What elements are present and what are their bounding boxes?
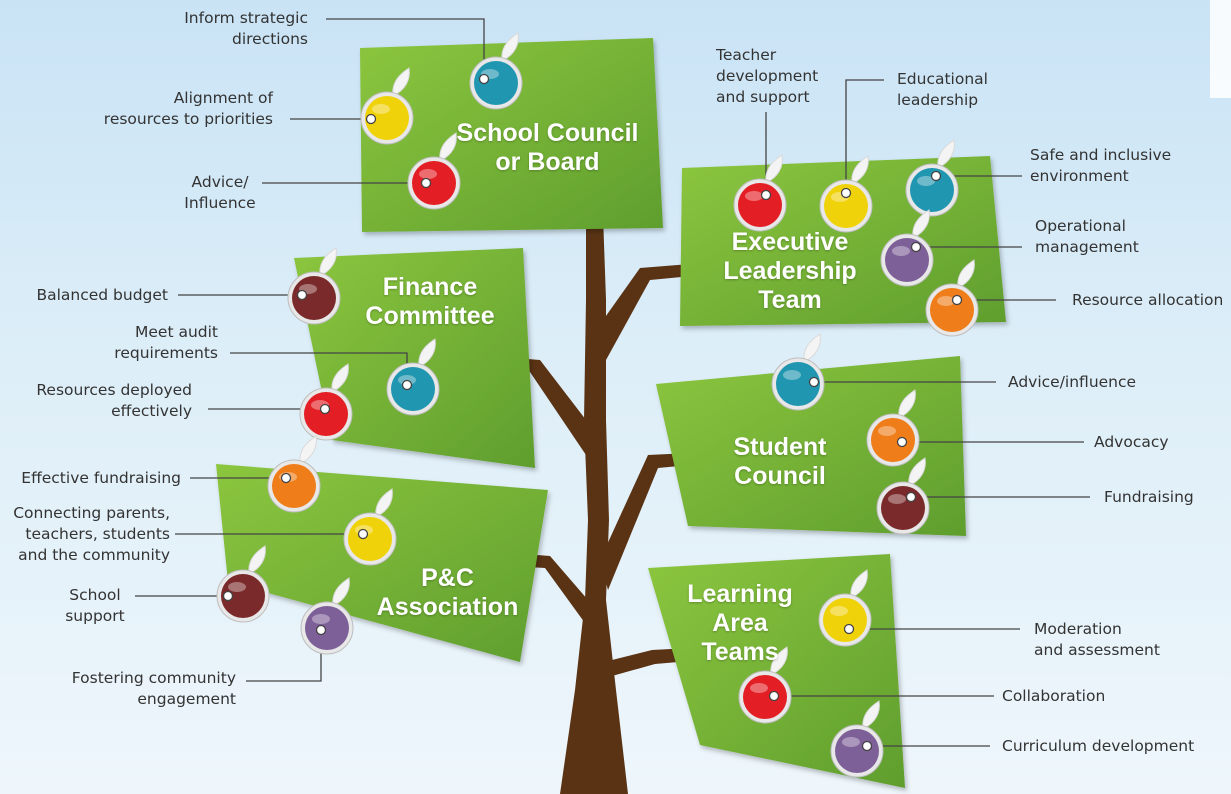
- fruit-board-alignment: [360, 67, 414, 145]
- fruit-pc-fostering: [300, 577, 354, 655]
- connector-dot: [896, 436, 908, 448]
- connector-dot: [280, 472, 292, 484]
- connector-dot: [930, 170, 942, 182]
- label-connecting-parents: Connecting parents, teachers, students a…: [13, 504, 170, 564]
- fruit-pc-connecting: [343, 488, 397, 566]
- connector-dot: [768, 690, 780, 702]
- panel-pandc-association: [216, 464, 548, 662]
- label-collaboration: Collaboration: [1002, 687, 1106, 705]
- connector-dot: [401, 379, 413, 391]
- label-inform-strategic-directions: Inform strategic directions: [184, 9, 308, 48]
- connector-dot: [861, 740, 873, 752]
- connector-dot: [840, 187, 852, 199]
- connector-dot: [951, 294, 963, 306]
- fruit-board-directions: [469, 32, 523, 110]
- tree-trunk: [492, 215, 692, 794]
- fruit-pc-fundraising: [267, 435, 321, 513]
- fruit-la-moderation: [818, 569, 872, 647]
- fruit-stu-advocacy: [866, 389, 920, 467]
- fruit-exec-teacher: [733, 154, 787, 232]
- label-resources-deployed: Resources deployed effectively: [36, 381, 192, 420]
- label-advice-influence-board: Advice/ Influence: [184, 173, 256, 212]
- label-resource-allocation: Resource allocation: [1072, 291, 1224, 309]
- connector-dot: [420, 177, 432, 189]
- panel-finance-committee: [294, 248, 535, 468]
- fruit-la-collaboration: [738, 646, 792, 724]
- connector-dot: [296, 289, 308, 301]
- panel-title-executive-leadership: Executive Leadership Team: [723, 228, 857, 314]
- label-moderation-assessment: Moderation and assessment: [1034, 620, 1160, 659]
- fruit-exec-safe: [905, 139, 959, 217]
- connector-dot: [910, 241, 922, 253]
- label-balanced-budget: Balanced budget: [36, 286, 168, 304]
- panel-title-pandc-association: P&C Association: [376, 564, 519, 621]
- fruits-group: [216, 32, 979, 778]
- corner-decoration: [1210, 0, 1231, 98]
- fruit-exec-resource: [925, 259, 979, 337]
- connector-dot: [760, 189, 772, 201]
- connector-dot: [905, 491, 917, 503]
- connector-dot: [315, 624, 327, 636]
- connector-dot: [365, 113, 377, 125]
- fruit-fin-budget: [287, 247, 341, 325]
- fruit-board-advice: [407, 132, 461, 210]
- connector-dot: [808, 376, 820, 388]
- label-effective-fundraising: Effective fundraising: [21, 469, 181, 487]
- connector-dot: [357, 528, 369, 540]
- panel-title-school-council: School Council or Board: [456, 119, 639, 176]
- label-meet-audit: Meet audit requirements: [114, 323, 218, 362]
- label-teacher-development: Teacher development and support: [716, 46, 819, 106]
- connector-dot: [478, 73, 490, 85]
- label-alignment-of-resources: Alignment of resources to priorities: [103, 89, 273, 128]
- label-fundraising: Fundraising: [1104, 488, 1194, 506]
- fruit-stu-advice: [771, 333, 825, 411]
- fruit-la-curriculum: [830, 700, 884, 778]
- fruit-exec-operational: [880, 209, 934, 287]
- fruit-pc-support: [216, 545, 270, 623]
- panel-title-finance-committee: Finance Committee: [365, 273, 495, 330]
- label-safe-inclusive: Safe and inclusive environment: [1030, 146, 1172, 185]
- label-curriculum-development: Curriculum development: [1002, 737, 1195, 755]
- label-operational-management: Operational management: [1035, 217, 1139, 256]
- panel-title-learning-area-teams: Learning Area Teams: [687, 580, 793, 666]
- label-fostering-community: Fostering community engagement: [71, 669, 236, 708]
- connector-dot: [222, 590, 234, 602]
- connector-dot: [319, 403, 331, 415]
- label-educational-leadership: Educational leadership: [897, 70, 988, 109]
- connector-dots: [222, 73, 963, 752]
- panel-title-student-council: Student Council: [733, 433, 827, 490]
- label-school-support: School support: [65, 586, 125, 625]
- fruit-exec-educational: [819, 155, 873, 233]
- label-advice-influence-student: Advice/influence: [1008, 373, 1137, 391]
- label-advocacy: Advocacy: [1094, 433, 1169, 451]
- connector-dot: [843, 623, 855, 635]
